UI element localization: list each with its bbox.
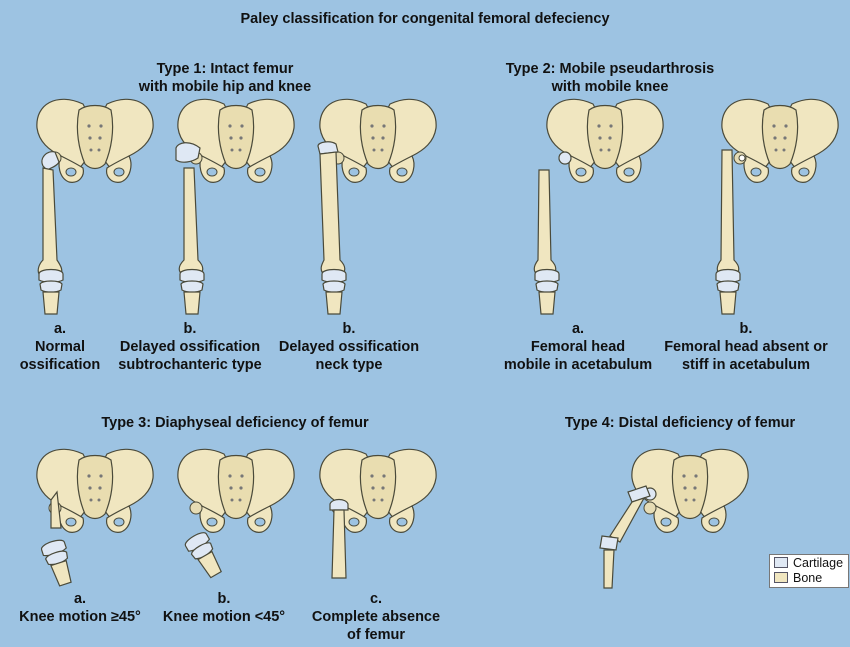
figure-4: [599, 449, 749, 589]
diagram-title: Paley classification for congenital femo…: [240, 11, 610, 27]
caption-1b-subtrochanteric: b.Delayed ossification subtrochanteric t…: [118, 321, 262, 373]
type-1-heading: Type 1: Intact femur with mobile hip and…: [138, 61, 312, 95]
legend-item-bone: Bone: [770, 570, 848, 585]
figure-2a: [533, 99, 664, 314]
cartilage-swatch: [774, 557, 788, 568]
figure-3a: [36, 449, 154, 588]
legend: Cartilage Bone: [769, 554, 849, 588]
caption-1a: a.Normal ossification: [19, 321, 101, 373]
caption-2b: b.Femoral head absent or stiff in acetab…: [664, 321, 828, 373]
legend-item-cartilage: Cartilage: [770, 555, 848, 570]
figure-3c: [319, 449, 437, 579]
bone-swatch: [774, 572, 788, 583]
figure-3b: [177, 449, 295, 581]
type-4-heading: Type 4: Distal deficiency of femur: [564, 415, 796, 431]
figure-1a: [36, 99, 154, 314]
caption-2a: a.Femoral head mobile in acetabulum: [503, 321, 653, 373]
figure-2b: [716, 99, 839, 314]
figure-1b-subtrochanteric: [175, 99, 295, 314]
caption-3b: b.Knee motion <45°: [162, 591, 286, 625]
figure-1b-neck: [317, 99, 437, 314]
type-2-heading: Type 2: Mobile pseudarthrosis with mobil…: [505, 61, 715, 95]
caption-1b-neck: b.Delayed ossification neck type: [278, 321, 420, 373]
caption-3a: a.Knee motion ≥45°: [19, 591, 141, 625]
caption-3c: c.Complete absence of femur: [311, 591, 441, 643]
type-3-heading: Type 3: Diaphyseal deficiency of femur: [101, 415, 369, 431]
